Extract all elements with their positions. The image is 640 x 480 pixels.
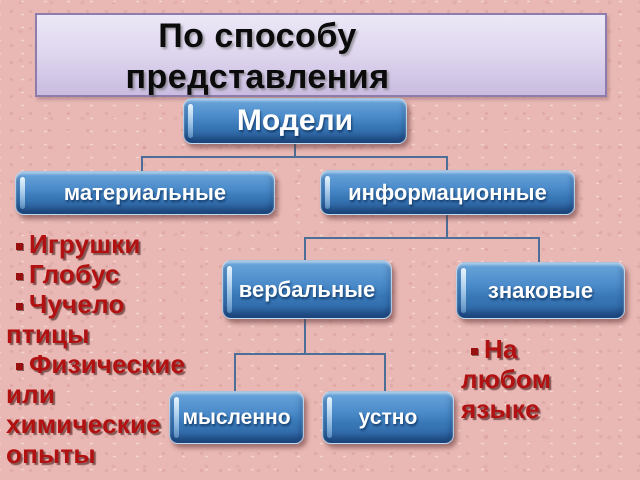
list-item: Чучело птицы	[6, 289, 221, 349]
sign-language-note: На любом языке	[461, 334, 611, 424]
bullet-icon	[16, 363, 23, 370]
connector-informational-down	[446, 212, 448, 238]
bullet-icon	[16, 273, 23, 280]
connector-to-informational	[446, 156, 448, 171]
list-item-text: Чучело птицы	[6, 289, 125, 349]
node-models-label: Модели	[236, 104, 354, 137]
list-item-text: На любом языке	[461, 334, 552, 424]
node-models: Модели	[183, 98, 407, 144]
node-verbal: вербальные	[222, 260, 392, 319]
bullet-icon	[471, 348, 478, 355]
list-item-text: Глобус	[29, 259, 120, 289]
node-oral-label: устно	[358, 405, 418, 429]
list-item: Физические или химические опыты	[6, 349, 221, 469]
list-item: Игрушки	[6, 229, 221, 259]
title-box	[35, 13, 607, 97]
connector-level1-horizontal	[141, 156, 448, 158]
title-line-1: По способу	[158, 17, 357, 55]
connector-to-oral	[384, 353, 386, 392]
node-informational-label: информационные	[348, 179, 547, 205]
connector-level2-horizontal	[304, 237, 540, 239]
node-sign: знаковые	[456, 262, 625, 319]
connector-to-material	[141, 156, 143, 172]
node-sign-label: знаковые	[487, 277, 594, 303]
list-item-text: Физические или химические опыты	[6, 349, 186, 469]
material-examples-list: Игрушки Глобус Чучело птицы Физические и…	[6, 229, 221, 469]
list-item-text: Игрушки	[29, 229, 141, 259]
title-line-2: представления	[125, 58, 390, 96]
node-material: материальные	[15, 171, 275, 215]
bullet-icon	[16, 303, 23, 310]
connector-level3-horizontal	[234, 353, 386, 355]
bullet-icon	[16, 243, 23, 250]
connector-to-sign	[538, 237, 540, 263]
connector-verbal-down	[304, 316, 306, 354]
node-verbal-label: вербальные	[238, 276, 376, 302]
node-oral: устно	[322, 391, 454, 444]
node-mental: мысленно	[169, 391, 304, 444]
list-item: На любом языке	[461, 334, 611, 424]
page-title: По способу представления	[35, 16, 480, 98]
node-material-label: материальные	[63, 180, 227, 205]
node-mental-label: мысленно	[182, 405, 291, 429]
connector-to-verbal	[304, 237, 306, 261]
list-item: Глобус	[6, 259, 221, 289]
node-informational: информационные	[320, 170, 575, 215]
connector-to-mental	[234, 353, 236, 392]
connector-models-down	[294, 141, 296, 157]
